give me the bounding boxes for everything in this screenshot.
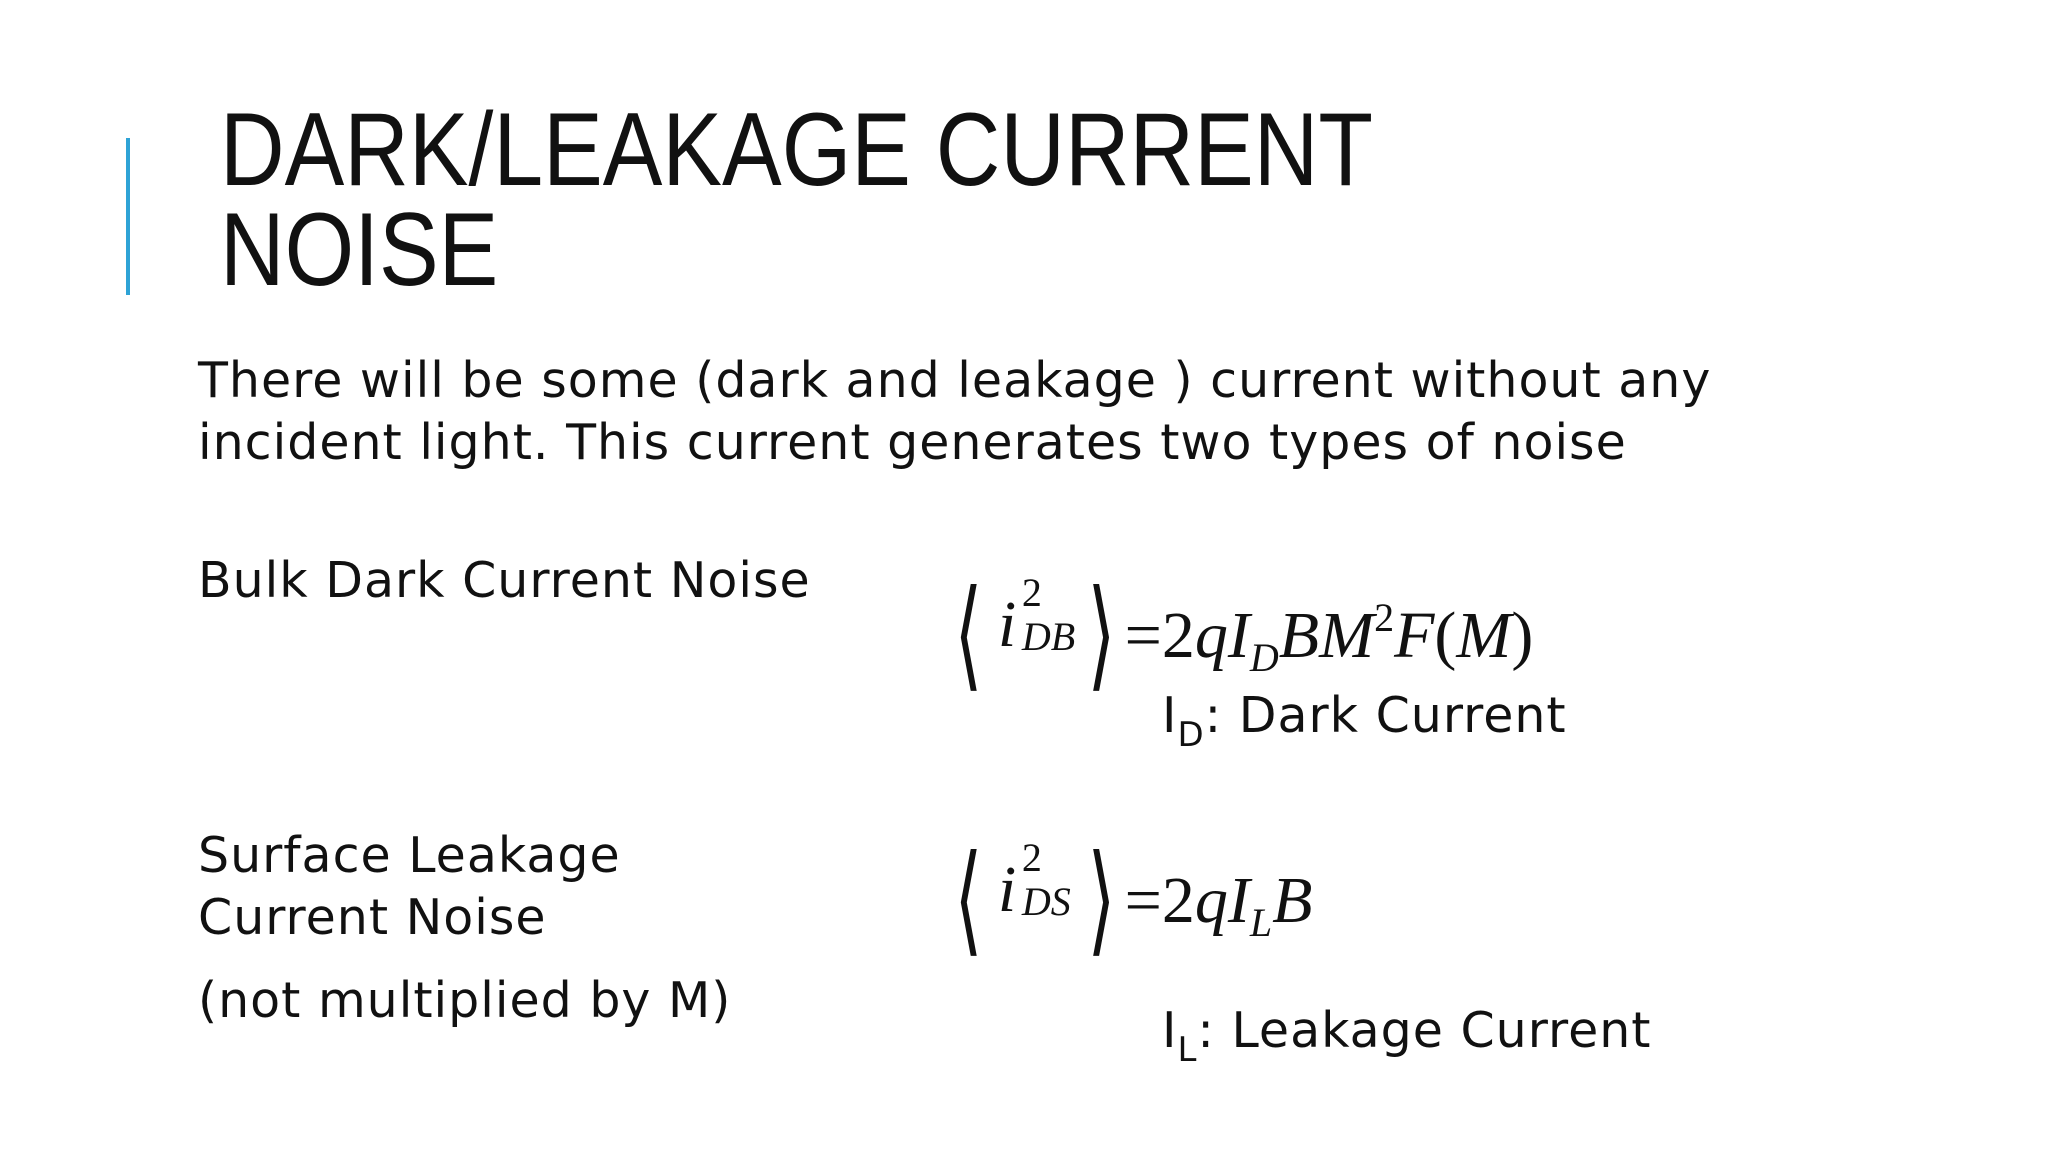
charge-q: q [1194, 599, 1228, 672]
bandwidth-B: B [1272, 864, 1313, 937]
variable-superscript: 2 [1021, 570, 1042, 615]
variable-superscript: 2 [1021, 835, 1042, 880]
equals-sign: = [1124, 599, 1162, 672]
right-angle-bracket: ⟩ [1087, 565, 1116, 704]
surface-label-line-1: Surface Leakage [198, 827, 621, 884]
def-subscript: D [1177, 715, 1205, 755]
intro-line-1: There will be some (dark and leakage ) c… [198, 352, 1712, 409]
left-angle-bracket: ⟨ [954, 830, 983, 969]
current-I-subscript: L [1249, 900, 1273, 945]
def-text: : Leakage Current [1197, 1002, 1652, 1059]
right-angle-bracket: ⟩ [1087, 830, 1116, 969]
coefficient: 2 [1161, 599, 1195, 672]
dark-current-definition: ID: Dark Current [1162, 685, 1567, 752]
variable-subscript: DS [1021, 879, 1071, 924]
close-paren: ) [1511, 599, 1534, 672]
def-subscript: L [1177, 1030, 1198, 1070]
gain-M-superscript: 2 [1374, 595, 1395, 640]
variable-i: i [997, 853, 1017, 926]
not-multiplied-note: (not multiplied by M) [198, 972, 732, 1029]
variable-subscript: DB [1021, 614, 1076, 659]
variable-i: i [997, 588, 1017, 661]
leakage-current-definition: IL: Leakage Current [1162, 1000, 1652, 1067]
bulk-dark-current-label: Bulk Dark Current Noise [198, 552, 811, 609]
def-text: : Dark Current [1204, 687, 1567, 744]
equals-sign: = [1124, 864, 1162, 937]
def-symbol: I [1162, 1002, 1178, 1059]
slide-title: DARK/LEAKAGE CURRENT NOISE [220, 92, 1510, 308]
title-accent-bar [126, 138, 130, 295]
gain-M: M [1319, 599, 1375, 672]
intro-paragraph: There will be some (dark and leakage ) c… [198, 350, 1798, 474]
slide-title-line-2: NOISE [220, 192, 499, 308]
charge-q: q [1194, 864, 1228, 937]
bandwidth-B: B [1278, 599, 1320, 672]
left-angle-bracket: ⟨ [954, 565, 983, 704]
excess-noise-F: F [1394, 599, 1435, 672]
surface-leakage-label: Surface Leakage Current Noise [198, 825, 621, 949]
def-symbol: I [1162, 687, 1178, 744]
current-I: I [1227, 599, 1250, 672]
open-paren: ( [1434, 599, 1457, 672]
coefficient: 2 [1161, 864, 1195, 937]
current-I-subscript: D [1249, 635, 1279, 680]
current-I: I [1227, 864, 1250, 937]
surface-label-line-2: Current Noise [198, 889, 547, 946]
excess-noise-arg: M [1456, 599, 1512, 672]
intro-line-2: incident light. This current generates t… [198, 414, 1627, 471]
slide-title-line-1: DARK/LEAKAGE CURRENT [220, 92, 1374, 208]
